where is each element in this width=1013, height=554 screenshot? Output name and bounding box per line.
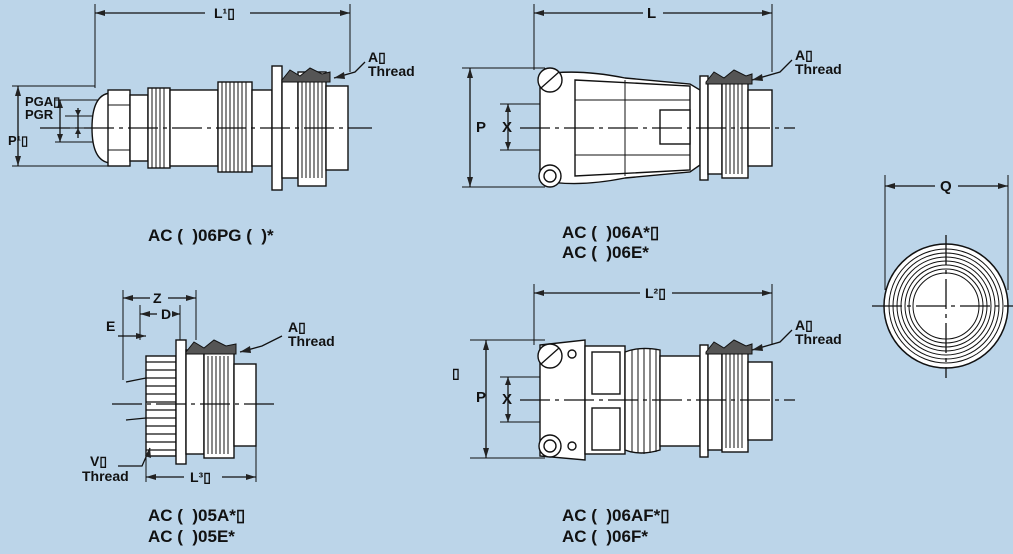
thread-a-label-4: A▯Thread xyxy=(288,319,335,349)
caption-06af-line2: AC ( )06F* xyxy=(562,527,648,546)
caption-06pg: AC ( )06PG ( )* xyxy=(148,226,274,245)
caption-05a-line1: AC ( )05A*▯ xyxy=(148,506,246,525)
x-label-1: X xyxy=(502,119,512,136)
view-05a: Z D E A▯T xyxy=(82,290,335,485)
p1-label: P¹▯ xyxy=(8,133,28,148)
caption-06a-line2: AC ( )06E* xyxy=(562,243,649,262)
thread-v-label: V▯Thread xyxy=(82,453,129,484)
pga-label: PGA▯ xyxy=(25,94,60,109)
box-label: ▯ xyxy=(452,365,460,381)
q-label: Q xyxy=(940,178,952,195)
caption-06af-line1: AC ( )06AF*▯ xyxy=(562,506,670,525)
caption-06a-line1: AC ( )06A*▯ xyxy=(562,223,660,242)
dim-l-label: L xyxy=(647,5,656,22)
view-end: Q xyxy=(872,175,1013,378)
pgr-label: PGR xyxy=(25,107,54,122)
z-label: Z xyxy=(153,290,162,306)
e-label: E xyxy=(106,318,115,334)
dim-l2-label: L²▯ xyxy=(645,285,666,301)
thread-a-label-2: A▯Thread xyxy=(795,47,842,77)
p-label-1: P xyxy=(476,119,486,136)
d-label: D xyxy=(161,306,171,322)
x-label-2: X xyxy=(502,391,512,408)
l3-label: L³▯ xyxy=(190,469,211,485)
view-06pg: L¹▯ PGA▯ PGR P¹▯ xyxy=(8,4,415,191)
caption-05a-line2: AC ( )05E* xyxy=(148,527,235,546)
thread-a-label-1: A▯Thread xyxy=(368,49,415,79)
view-06af: L²▯ ▯ P X xyxy=(452,284,842,461)
thread-a-label-5: A▯Thread xyxy=(795,317,842,347)
dim-l1-label: L¹▯ xyxy=(214,5,235,21)
view-06a: L P X A▯T xyxy=(462,4,842,188)
p-label-2: P xyxy=(476,389,486,406)
